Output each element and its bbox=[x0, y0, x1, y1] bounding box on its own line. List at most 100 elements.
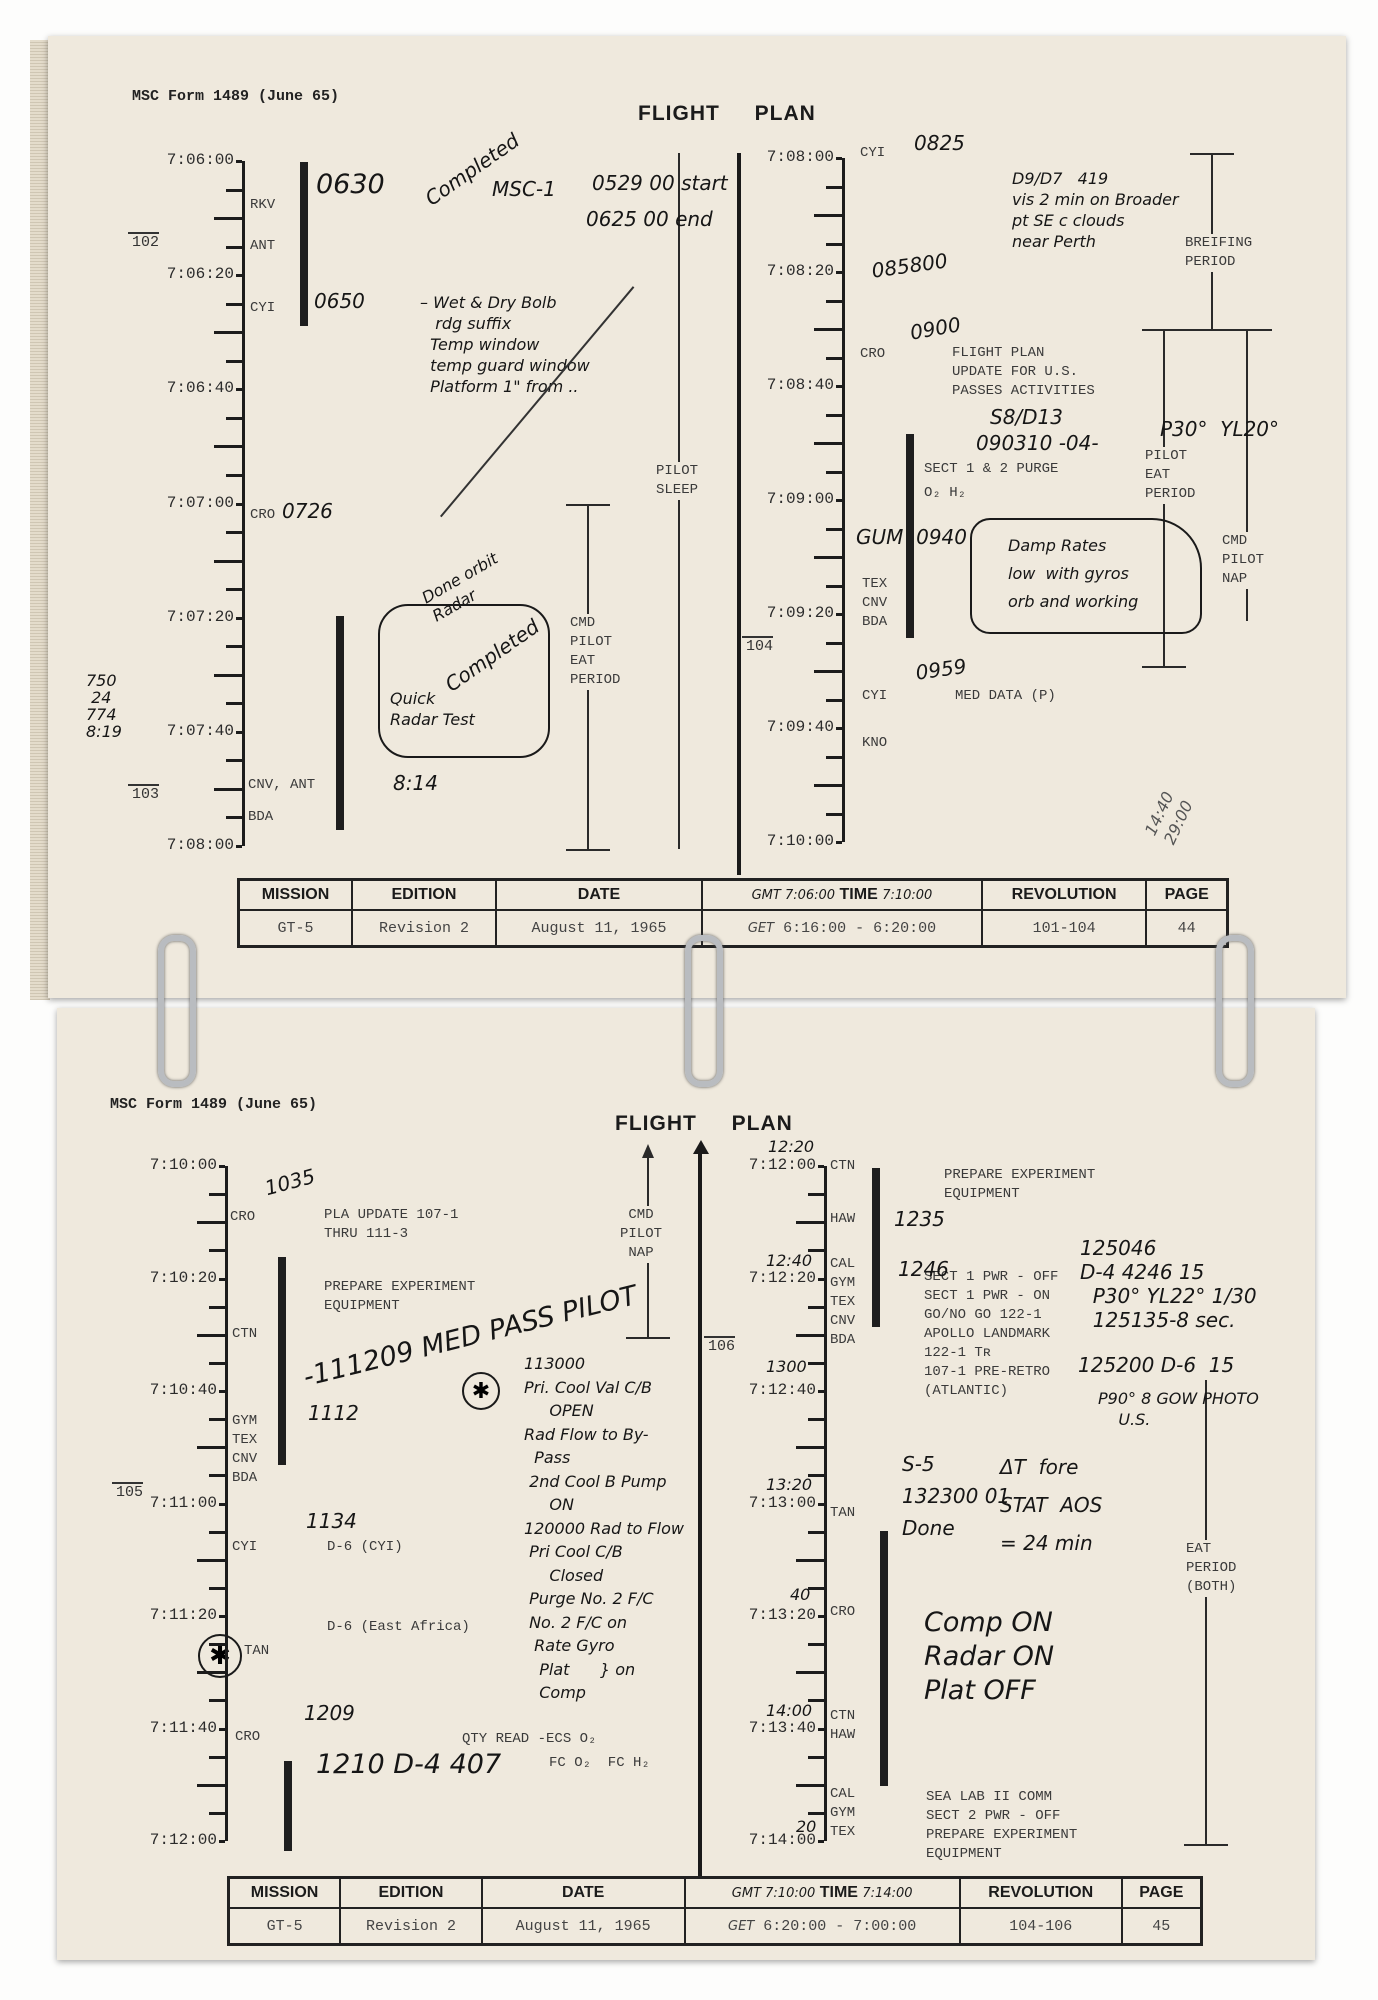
time-label: 7:07:40 bbox=[166, 721, 234, 740]
timeline-tick bbox=[808, 1193, 824, 1197]
time-label: 7:13:00 bbox=[748, 1493, 816, 1512]
pilot-sleep-label: PILOT SLEEP bbox=[656, 462, 699, 500]
timeline-tick bbox=[814, 328, 842, 331]
timeline-tick bbox=[818, 1165, 824, 1168]
timeline-tick bbox=[836, 613, 842, 616]
timeline-tick bbox=[836, 727, 842, 730]
handwritten-note: 1134 bbox=[306, 1509, 357, 1533]
timeline-tick bbox=[826, 641, 842, 645]
handwritten-note: 12:20 bbox=[768, 1137, 815, 1156]
d6-east-africa-note: D-6 (East Africa) bbox=[327, 1619, 470, 1635]
timeline-tick bbox=[796, 1558, 824, 1562]
activity-bar bbox=[872, 1168, 880, 1327]
revolution-value: 104-106 bbox=[958, 1907, 1123, 1946]
sect-pwr-note: SECT 1 PWR - OFF SECT 1 PWR - ON GO/NO G… bbox=[924, 1269, 1059, 1399]
station-tex-cnv-bda: TEX CNV BDA bbox=[862, 576, 888, 630]
cmd-pilot-eat-label: CMD PILOT EAT PERIOD bbox=[570, 614, 621, 690]
binder-ring bbox=[685, 935, 723, 1087]
timeline-tick bbox=[808, 1755, 824, 1759]
time-label: 7:06:20 bbox=[166, 265, 234, 284]
eat-period-label: EAT PERIOD (BOTH) bbox=[1186, 1540, 1237, 1597]
time-label: 7:12:00 bbox=[149, 1831, 217, 1849]
timeline-tick bbox=[808, 1586, 824, 1590]
time-label: 7:12:00 bbox=[748, 1156, 816, 1174]
timeline-tick bbox=[214, 673, 242, 677]
handwritten-note: 1210 D-4 407 bbox=[316, 1749, 502, 1780]
cmd-nap-arrow bbox=[1246, 331, 1248, 621]
timeline-tick bbox=[818, 1502, 824, 1506]
gmt-note: GMT 7:06:00 bbox=[751, 888, 836, 903]
station-tan-r: TAN bbox=[830, 1505, 856, 1521]
header-mission: MISSION bbox=[237, 878, 354, 911]
station-bda: BDA bbox=[248, 809, 274, 825]
handwritten-note: D9/D7 419 vis 2 min on Broader pt SE c c… bbox=[1012, 169, 1179, 251]
period-cap bbox=[626, 1337, 670, 1339]
date-value: August 11, 1965 bbox=[480, 1907, 686, 1946]
handwritten-note: 0625 00 end bbox=[586, 207, 713, 231]
station-tan: TAN bbox=[244, 1643, 270, 1659]
timeline-tick bbox=[236, 388, 242, 392]
timeline-tick bbox=[236, 274, 242, 278]
timeline-tick bbox=[826, 356, 842, 360]
time-label: 7:08:00 bbox=[166, 836, 234, 854]
timeline-tick bbox=[226, 759, 242, 763]
timeline-tick bbox=[818, 1390, 824, 1393]
revolution-value: 101-104 bbox=[980, 909, 1148, 948]
header-edition: EDITION bbox=[351, 878, 497, 911]
mission-value: GT-5 bbox=[237, 909, 354, 948]
station-cro2: CRO bbox=[235, 1729, 261, 1745]
timeline-tick bbox=[214, 445, 242, 449]
timeline-tick bbox=[197, 1221, 225, 1225]
timeline-tick bbox=[808, 1361, 824, 1365]
mission-value: GT-5 bbox=[227, 1907, 342, 1946]
timeline-tick bbox=[226, 359, 242, 363]
header-date: DATE bbox=[494, 878, 704, 911]
handwritten-note: 0650 bbox=[314, 289, 365, 313]
timeline-tick bbox=[214, 787, 242, 791]
time-label: 7:08:00 bbox=[766, 148, 834, 166]
timeline-axis bbox=[225, 1166, 228, 1841]
timeline-tick bbox=[836, 841, 842, 844]
prepare-experiment-note: PREPARE EXPERIMENT EQUIPMENT bbox=[324, 1279, 476, 1314]
handwritten-note: P30° YL20° bbox=[1160, 417, 1280, 441]
timeline-tick bbox=[214, 217, 242, 221]
timeline-axis bbox=[824, 1166, 827, 1841]
activity-bar bbox=[278, 1257, 286, 1465]
timeline-tick bbox=[826, 698, 842, 702]
timeline-tick bbox=[209, 1361, 225, 1365]
handwritten-note: 1235 bbox=[894, 1207, 945, 1231]
handwritten-note: P90° 8 GOW PHOTO U.S. bbox=[1098, 1389, 1259, 1429]
handwritten-note: 0726 bbox=[282, 499, 333, 523]
period-cap bbox=[1142, 666, 1186, 668]
timeline-tick bbox=[818, 1840, 824, 1843]
station-cal-gym-tex: CAL GYM TEX bbox=[830, 1786, 856, 1840]
handwritten-note: 1209 bbox=[304, 1701, 355, 1725]
handwritten-note: S8/D13 bbox=[990, 405, 1064, 429]
time-label: 7:06:40 bbox=[166, 379, 234, 398]
timeline-tick bbox=[226, 473, 242, 477]
period-cap bbox=[1190, 153, 1234, 155]
timeline-tick bbox=[197, 1558, 225, 1562]
timeline-tick bbox=[209, 1193, 225, 1197]
timeline-tick bbox=[226, 245, 242, 249]
period-cap bbox=[566, 504, 610, 506]
timeline-tick bbox=[226, 531, 242, 535]
handwritten-note: 113000 Pri. Cool Val C/B OPEN Rad Flow t… bbox=[524, 1354, 684, 1702]
pilot-sleep-line bbox=[678, 153, 680, 849]
time-note: 7:14:00 bbox=[862, 1886, 913, 1901]
edition-value: Revision 2 bbox=[339, 1907, 483, 1946]
handwritten-note: Damp Rates low with gyros orb and workin… bbox=[1008, 536, 1139, 611]
page-title: FLIGHT PLAN bbox=[615, 1112, 793, 1135]
activity-bar bbox=[300, 162, 308, 326]
time-label: TIME bbox=[839, 886, 878, 903]
activity-bar bbox=[336, 616, 344, 830]
date-value: August 11, 1965 bbox=[494, 909, 704, 948]
timeline-tick bbox=[197, 1671, 225, 1675]
timeline-tick bbox=[808, 1811, 824, 1815]
period-cap bbox=[566, 849, 610, 851]
timeline-tick bbox=[209, 1586, 225, 1590]
station-cyi-r2: CYI bbox=[862, 688, 888, 704]
timeline-tick bbox=[826, 755, 842, 759]
page-title: FLIGHT PLAN bbox=[638, 102, 816, 125]
qty-read-note: QTY READ -ECS O₂ bbox=[462, 1731, 597, 1747]
